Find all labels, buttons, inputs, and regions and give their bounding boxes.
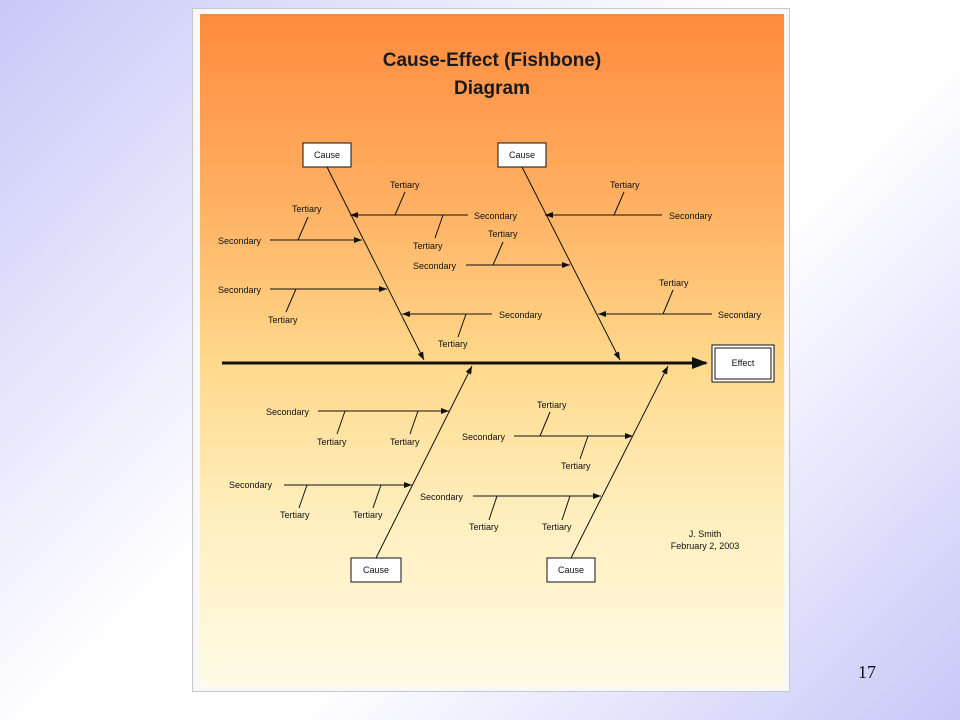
cause-box-top-left: Cause <box>302 142 352 168</box>
tertiary-label-tl-4a: Tertiary <box>438 339 468 349</box>
page-number: 17 <box>858 662 876 682</box>
tertiary-line-tr-2a <box>492 241 504 266</box>
cause-box-top-right: Cause <box>497 142 547 168</box>
author-name: J. Smith <box>689 529 722 539</box>
cause-label-bottom-right: Cause <box>558 565 584 575</box>
cause-bone-bottom-left <box>375 365 473 559</box>
tertiary-label-tl-2a: Tertiary <box>292 204 322 214</box>
secondary-label-tr-2: Secondary <box>413 261 457 271</box>
tertiary-label-bl-2a: Tertiary <box>280 510 310 520</box>
tertiary-line-br-2b <box>561 495 571 521</box>
author-date: February 2, 2003 <box>671 541 740 551</box>
cause-bone-bottom-right <box>570 365 669 559</box>
cause-label-bottom-left: Cause <box>363 565 389 575</box>
tertiary-label-tr-3a: Tertiary <box>659 278 689 288</box>
tertiary-line-br-1b <box>579 435 589 460</box>
secondary-label-tl-4: Secondary <box>499 310 543 320</box>
secondary-label-bl-1: Secondary <box>266 407 310 417</box>
tertiary-label-tl-3a: Tertiary <box>268 315 298 325</box>
tertiary-label-tr-2a: Tertiary <box>488 229 518 239</box>
cause-bone-top-left <box>326 166 425 361</box>
cause-box-bottom-right: Cause <box>546 557 596 583</box>
cause-box-bottom-left: Cause <box>350 557 402 583</box>
tertiary-line-tr-3a <box>662 289 674 315</box>
secondary-label-tl-1: Secondary <box>474 211 518 221</box>
effect-box: Effect <box>711 344 775 383</box>
effect-label: Effect <box>732 358 755 368</box>
secondary-label-tr-3: Secondary <box>718 310 762 320</box>
cause-bone-top-right <box>521 166 621 361</box>
diagram-title-line1: Cause-Effect (Fishbone) <box>382 50 602 71</box>
cause-label-top-right: Cause <box>509 150 535 160</box>
tertiary-label-br-1b: Tertiary <box>561 461 591 471</box>
tertiary-line-tl-1b <box>434 214 444 239</box>
tertiary-line-bl-2a <box>298 484 308 509</box>
tertiary-label-tl-1b: Tertiary <box>413 241 443 251</box>
secondary-label-tr-1: Secondary <box>669 211 713 221</box>
tertiary-line-bl-1b <box>409 410 419 435</box>
tertiary-label-bl-1a: Tertiary <box>317 437 347 447</box>
secondary-label-tl-3: Secondary <box>218 285 262 295</box>
tertiary-label-tr-1a: Tertiary <box>610 180 640 190</box>
tertiary-label-tl-1a: Tertiary <box>390 180 420 190</box>
tertiary-label-br-2b: Tertiary <box>542 522 572 532</box>
tertiary-line-br-2a <box>488 495 498 521</box>
secondary-label-br-1: Secondary <box>462 432 506 442</box>
tertiary-line-tl-2a <box>297 216 309 241</box>
tertiary-line-tl-3a <box>285 288 297 313</box>
diagram-panel <box>200 14 784 686</box>
tertiary-label-bl-1b: Tertiary <box>390 437 420 447</box>
cause-label-top-left: Cause <box>314 150 340 160</box>
secondary-label-br-2: Secondary <box>420 492 464 502</box>
secondary-label-tl-2: Secondary <box>218 236 262 246</box>
tertiary-label-bl-2b: Tertiary <box>353 510 383 520</box>
tertiary-line-bl-2b <box>372 484 382 509</box>
tertiary-line-tl-4a <box>457 313 467 338</box>
secondary-label-bl-2: Secondary <box>229 480 273 490</box>
tertiary-line-bl-1a <box>336 410 346 435</box>
tertiary-line-tr-1a <box>613 191 625 216</box>
tertiary-line-tl-1a <box>394 191 406 216</box>
tertiary-label-br-2a: Tertiary <box>469 522 499 532</box>
tertiary-line-br-1a <box>539 411 551 437</box>
diagram-title-line2: Diagram <box>453 78 531 99</box>
tertiary-label-br-1a: Tertiary <box>537 400 567 410</box>
